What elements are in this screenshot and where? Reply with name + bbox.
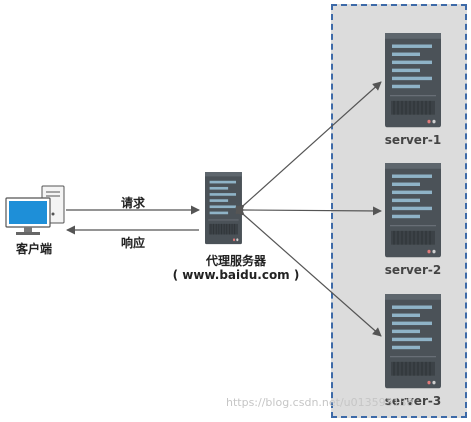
client-label: 客户端 — [16, 242, 53, 256]
response-label: 响应 — [121, 236, 146, 250]
request-label: 请求 — [121, 196, 146, 210]
client-computer-icon — [5, 185, 65, 235]
proxy-server2-arrow — [235, 205, 382, 216]
server-3-icon — [384, 293, 442, 389]
server-1-icon — [384, 32, 442, 128]
server-2-icon — [384, 162, 442, 258]
server-2-label: server-2 — [384, 263, 442, 277]
proxy-title: 代理服务器 — [205, 254, 266, 268]
watermark-text: https://blog.csdn.net/u013593138 — [226, 396, 414, 409]
proxy-server-icon — [204, 171, 243, 245]
proxy-server3-arrow — [235, 206, 382, 337]
proxy-server1-arrow — [235, 81, 382, 214]
server-3-label: server-3 — [384, 394, 442, 408]
server-1-label: server-1 — [384, 133, 442, 147]
proxy-host: ( www.baidu.com ) — [172, 268, 300, 282]
